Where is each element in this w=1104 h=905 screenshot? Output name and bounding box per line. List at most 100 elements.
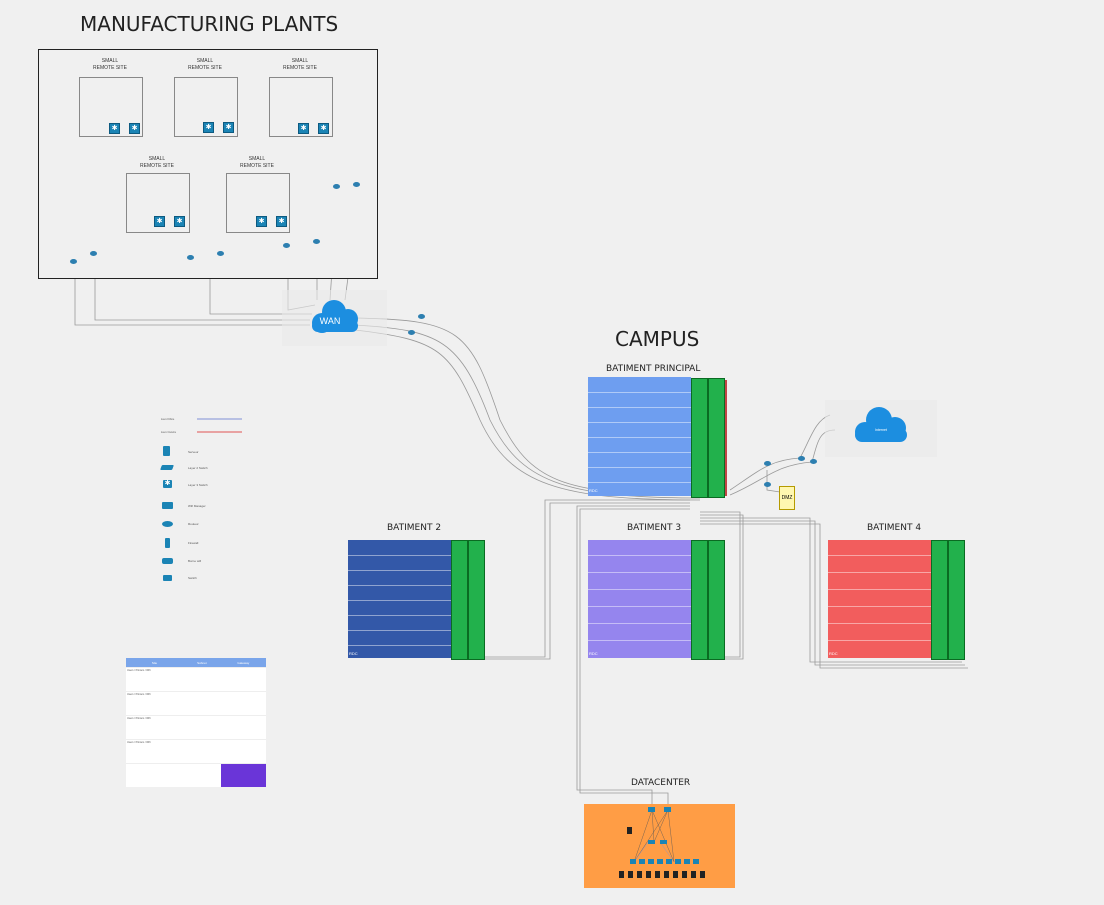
table-row: Users / Printers / Wifi [126, 667, 266, 692]
layer3-switch-icon[interactable]: ✱ [256, 216, 267, 227]
table-row [126, 763, 266, 787]
ip-table: Site Subnet Gateway Users / Printers / W… [126, 658, 266, 787]
router-icon[interactable] [283, 243, 290, 248]
server-icon [163, 446, 170, 456]
ip-table-header: Subnet [183, 658, 221, 668]
floor [348, 555, 451, 571]
router-icon[interactable] [798, 456, 805, 461]
floor [588, 437, 691, 453]
layer3-switch-icon[interactable]: ✱ [129, 123, 140, 134]
floor [588, 591, 691, 607]
table-cell: Users / Printers / Wifi [126, 667, 183, 692]
floor [348, 600, 451, 616]
floor [828, 625, 931, 641]
wan-label: WAN [320, 316, 341, 326]
table-cell: Users / Printers / Wifi [126, 715, 183, 740]
floor [588, 422, 691, 438]
router-icon[interactable] [333, 184, 340, 189]
table-cell [220, 739, 266, 764]
layer3-switch-icon[interactable]: ✱ [298, 123, 309, 134]
legend-label: Switch [188, 576, 197, 580]
floor [828, 608, 931, 624]
router-icon[interactable] [418, 314, 425, 319]
layer3-switch-icon[interactable]: ✱ [276, 216, 287, 227]
floor [588, 625, 691, 641]
building-4[interactable]: RDC [828, 540, 931, 658]
ip-table-header: Gateway [220, 658, 266, 668]
floor [828, 574, 931, 590]
floor [348, 540, 451, 556]
layer3-switch-icon[interactable]: ✱ [154, 216, 165, 227]
floor [588, 377, 691, 393]
network-rack[interactable] [468, 540, 485, 660]
legend-fiber-label: Lien Fibre [161, 417, 175, 421]
floor-tag: RDC [349, 651, 358, 656]
floor-tag: RDC [589, 488, 598, 493]
firewall-icon[interactable] [764, 461, 771, 466]
network-rack[interactable] [691, 540, 708, 660]
datacenter-title: DATACENTER [631, 778, 691, 788]
layer3-switch-icon[interactable]: ✱ [203, 122, 214, 133]
router-icon[interactable] [70, 259, 77, 264]
network-rack[interactable] [708, 378, 725, 498]
table-accent-cell [220, 763, 266, 787]
router-icon[interactable] [408, 330, 415, 335]
internet-label: Internet [875, 428, 887, 432]
building-principal[interactable]: RDC [588, 377, 691, 496]
floor [588, 574, 691, 590]
network-rack[interactable] [451, 540, 468, 660]
table-cell [126, 763, 183, 787]
floor [828, 540, 931, 556]
building-principal-title: BATIMENT PRINCIPAL [606, 364, 701, 374]
datacenter-topology [619, 807, 705, 878]
table-cell [183, 763, 221, 787]
floor [348, 615, 451, 631]
switch-icon [163, 575, 172, 581]
table-cell: Users / Printers / Wifi [126, 739, 183, 764]
table-cell [183, 739, 221, 764]
router-icon[interactable] [353, 182, 360, 187]
network-rack[interactable] [948, 540, 965, 660]
table-cell [220, 691, 266, 716]
building-3[interactable]: RDC [588, 540, 691, 658]
router-icon[interactable] [187, 255, 194, 260]
layer3-switch-icon[interactable]: ✱ [318, 123, 329, 134]
firewall-icon[interactable] [764, 482, 771, 487]
internet-cloud-icon[interactable]: Internet [825, 400, 937, 457]
floor-tag: RDC [589, 651, 598, 656]
router-icon[interactable] [90, 251, 97, 256]
network-rack[interactable] [708, 540, 725, 660]
ip-table-header: Site [126, 658, 183, 668]
wan-cloud-icon[interactable]: WAN [282, 290, 387, 346]
table-cell [183, 691, 221, 716]
access-point-icon [162, 558, 173, 564]
datacenter[interactable] [584, 804, 735, 888]
floor [588, 452, 691, 468]
network-rack[interactable] [931, 540, 948, 660]
uplink-red [725, 380, 727, 496]
router-icon[interactable] [810, 459, 817, 464]
building-3-title: BATIMENT 3 [627, 523, 682, 533]
router-icon[interactable] [217, 251, 224, 256]
layer3-switch-icon[interactable]: ✱ [223, 122, 234, 133]
floor [588, 557, 691, 573]
layer3-switch-icon[interactable]: ✱ [109, 123, 120, 134]
dmz-zone[interactable]: DMZ [779, 486, 795, 510]
table-cell [183, 667, 221, 692]
router-icon[interactable] [313, 239, 320, 244]
table-row: Users / Printers / Wifi [126, 691, 266, 716]
legend-label: Borne wifi [188, 559, 202, 563]
floor [348, 630, 451, 646]
legend-label: Wifi Manager [188, 504, 206, 508]
floor [588, 467, 691, 483]
network-rack[interactable] [691, 378, 708, 498]
legend-label: Layer 2 Switch [188, 466, 208, 470]
floor [828, 591, 931, 607]
layer2-switch-icon [160, 465, 174, 470]
building-2[interactable]: RDC [348, 540, 451, 658]
layer3-switch-icon[interactable]: ✱ [174, 216, 185, 227]
